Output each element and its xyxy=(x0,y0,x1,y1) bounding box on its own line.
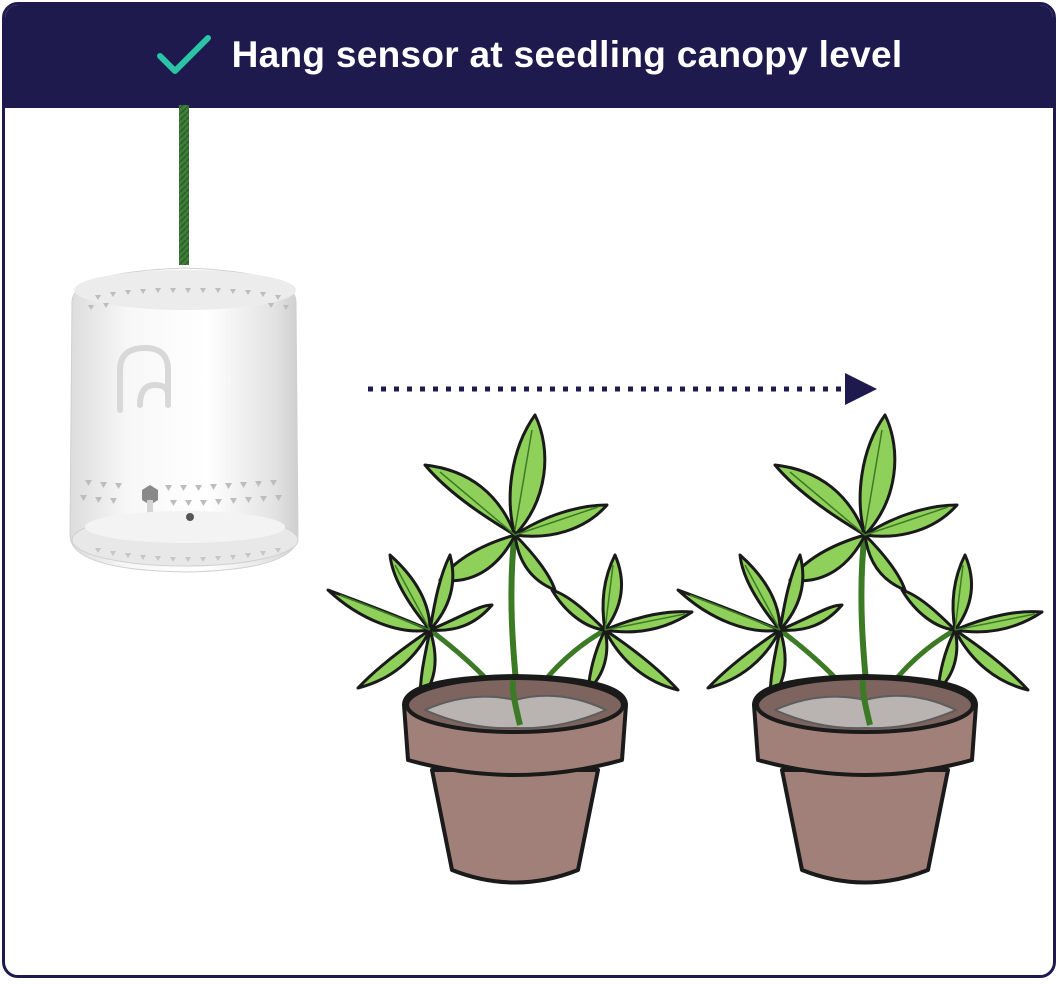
dotted-arrow-right-icon xyxy=(368,373,877,405)
page-title: Hang sensor at seedling canopy level xyxy=(231,33,903,75)
hanging-sensor-icon xyxy=(69,105,299,573)
potted-seedling-icon xyxy=(326,413,694,885)
check-icon xyxy=(156,34,211,74)
header-banner: Hang sensor at seedling canopy level xyxy=(5,5,1053,108)
potted-seedling-icon xyxy=(676,413,1044,885)
sensor-cable xyxy=(179,105,189,265)
